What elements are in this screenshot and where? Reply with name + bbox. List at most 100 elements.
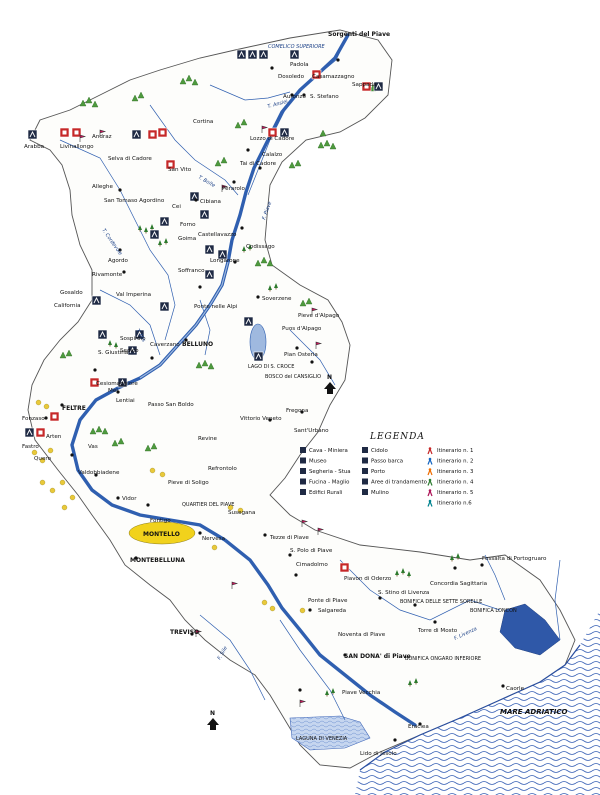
label-torre-mosto: Torre di Mosto: [417, 628, 458, 634]
legend-label: Itinerario n. 1: [437, 448, 473, 454]
label-soverzene: Soverzene: [262, 296, 292, 302]
legend-item-14: Itinerario n. 5: [427, 489, 473, 497]
label-refrontolo: Refrontolo: [208, 466, 237, 472]
legend-label: Passo barca: [371, 459, 403, 465]
sawmill-icon: [300, 468, 306, 474]
label-treviso: TREVISO: [170, 629, 199, 636]
label-fregona: Fregona: [286, 408, 308, 414]
legend-item-15: Itinerario n.6: [427, 499, 472, 507]
legend-label: Itinerario n. 5: [437, 490, 473, 496]
label-san-dona: SAN DONA' di Piave: [344, 653, 411, 660]
legend-label: Museo: [309, 459, 327, 465]
label-lozzo: Lozzo di Cadore: [250, 136, 295, 142]
legend-label: Itinerario n. 3: [437, 469, 473, 475]
label-s-giustina: S. Giustina: [98, 350, 128, 356]
label-laguna: LAGUNA DI VENEZIA: [296, 736, 348, 742]
legend-item-9: Mulino: [362, 489, 389, 496]
label-caorle: Caorle: [506, 686, 525, 692]
label-cibiana: Cibiana: [200, 199, 221, 205]
ferry-icon: [362, 457, 368, 464]
label-tai: Tai di Cadore: [239, 161, 277, 167]
label-fontigo: Fontigo: [150, 518, 171, 524]
label-tezze: Tezze di Piave: [269, 535, 309, 541]
label-ponte-piave: Ponte di Piave: [308, 598, 348, 604]
label-quartier: QUARTIER DEL PIAVE: [182, 502, 234, 508]
label-pieve-alpago: Pieve d'Alpago: [298, 313, 340, 319]
label-fossalta: Fossalta di Portogruaro: [482, 556, 547, 562]
label-rivamonte: Rivamonte: [92, 272, 123, 278]
label-arabba: Arabba: [24, 144, 44, 150]
legend-label: Cidolo: [371, 448, 388, 454]
legend-item-4: Edifici Rurali: [300, 489, 342, 496]
svg-text:N: N: [210, 710, 215, 717]
label-sedico: Sedico: [120, 348, 139, 354]
label-castellavazzo: Castellavazzo: [198, 232, 237, 238]
museum-icon: [300, 457, 306, 464]
towns: [44, 58, 505, 742]
label-val-imperina: Val Imperina: [116, 292, 151, 298]
label-cesiomaggiore: Cesiomaggiore: [96, 381, 138, 387]
cidolo-icon: [362, 447, 368, 453]
label-lentiai: Lentiai: [116, 398, 135, 404]
label-quero: Quero: [34, 456, 52, 462]
legend-item-3: Fucina - Maglio: [300, 478, 349, 486]
label-montebelluna: MONTEBELLUNA: [130, 557, 185, 564]
north-arrow-bottom: N: [207, 710, 219, 730]
label-dosoledo: Dosoledo: [278, 74, 305, 80]
label-belluno: BELLUNO: [182, 341, 213, 348]
label-vidor: Vidor: [122, 496, 137, 502]
legend-title: LEGENDA: [369, 432, 425, 442]
label-s-stefano: S. Stefano: [310, 94, 339, 100]
label-pian-osteria: Pian Osteria: [284, 352, 318, 358]
legend-item-2: Segheria - Stua: [300, 468, 351, 475]
label-vittorio: Vittorio Veneto: [240, 416, 282, 422]
label-mare: MARE ADRIATICO: [500, 708, 567, 716]
label-goima: Goima: [178, 236, 196, 242]
lagoon-caorle: [499, 603, 561, 656]
legend-label: Segheria - Stua: [309, 469, 351, 475]
place-labels: Sorgenti del Piave COMELICO SUPERIORE Pa…: [22, 31, 567, 757]
label-gosaldo: Gosaldo: [60, 290, 83, 296]
label-salgareda: Salgareda: [318, 608, 346, 614]
label-lago: LAGO DI S. CROCE: [248, 364, 294, 370]
label-passo-boldo: Passo San Boldo: [148, 402, 194, 408]
label-bosco: BOSCO del CANSIGLIO: [265, 374, 321, 380]
legend-label: Edifici Rurali: [309, 490, 342, 496]
mine-icon: [300, 447, 306, 453]
label-puos: Puos d'Alpago: [282, 326, 322, 332]
label-sant-urbano: Sant'Urbano: [294, 428, 329, 434]
legend-item-5: Cidolo: [362, 447, 388, 454]
rural-building-icon: [300, 489, 306, 495]
label-sospirolo: Sospirolo: [120, 336, 146, 342]
label-livinallongo: Livinallongo: [60, 144, 94, 150]
legend-item-7: Porto: [362, 468, 385, 475]
label-bonifica-loncon: BONIFICA LONCON: [470, 608, 517, 614]
label-soffranco: Soffranco: [178, 268, 205, 274]
svg-text:N: N: [327, 374, 332, 381]
legend-label: Itinerario n. 2: [437, 459, 473, 465]
legend-label: Fucina - Maglio: [309, 480, 349, 486]
label-caverzano: Caverzano: [150, 342, 180, 348]
label-alleghe: Alleghe: [92, 184, 113, 190]
legend-item-0: Cava - Miniera: [300, 447, 348, 454]
legend-item-1: Museo: [300, 457, 327, 465]
label-codissago: Codissago: [246, 244, 275, 250]
label-feltre: FELTRE: [62, 405, 86, 412]
label-concordia: Concordia Sagittaria: [430, 581, 487, 587]
montello-hill: [128, 521, 196, 545]
label-piave-vecchia: Piave Vecchia: [342, 690, 380, 696]
label-padola: Padola: [290, 62, 309, 68]
label-longarone: Longarone: [210, 258, 240, 264]
label-noventa: Noventa di Piave: [338, 632, 386, 638]
piave-river: [70, 33, 417, 727]
label-bonifica-ongaro: BONIFICA ONGARO INFERIORE: [405, 656, 481, 662]
label-cei: Cei: [172, 204, 181, 210]
legend-item-6: Passo barca: [362, 457, 403, 465]
label-comelico: COMELICO SUPERIORE: [268, 44, 326, 50]
label-bonifica-sorelle: BONIFICA DELLE SETTE SORELLE: [400, 599, 482, 605]
basin-outline: [27, 29, 576, 769]
legend-label: Aree di trandamento: [371, 480, 427, 486]
label-cimadolmo: Cimadolmo: [296, 562, 328, 568]
legend-item-10: Itinerario n. 1: [427, 447, 473, 455]
